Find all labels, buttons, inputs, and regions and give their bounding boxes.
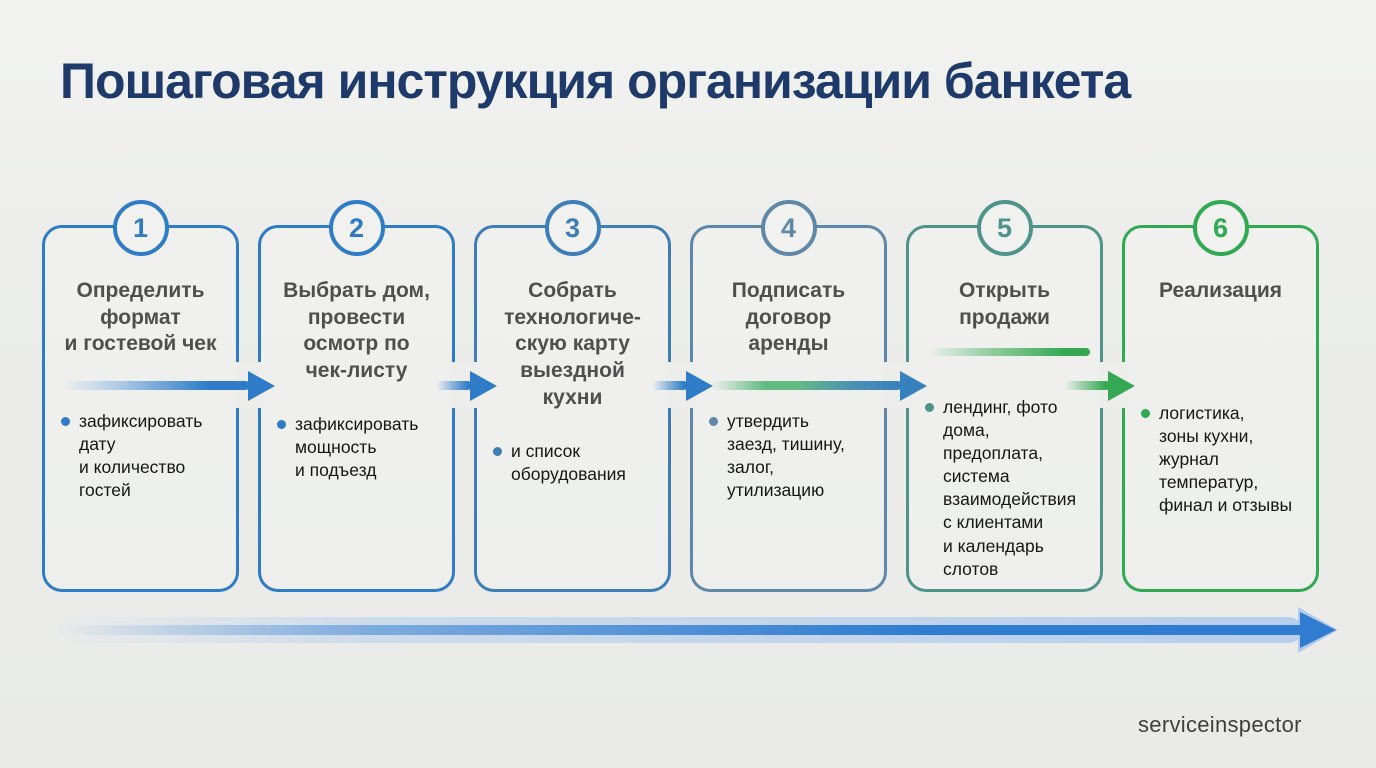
bullet-text: зафиксировать дату и количество гостей	[79, 411, 203, 501]
arrow-step1-to-step2	[62, 381, 250, 390]
arrow-head-icon	[900, 371, 927, 401]
step-card-3: 3 Собрать технологиче- скую карту выездн…	[474, 200, 671, 592]
step-number: 6	[1212, 212, 1229, 243]
step-number-badge-5: 5	[976, 200, 1033, 256]
bullet-text: утвердить заезд, тишину, залог, утилизац…	[727, 411, 845, 501]
step-bullet-item: логистика, зоны кухни, журнал температур…	[1141, 402, 1311, 517]
step-title: Открыть продажи	[958, 279, 1051, 329]
step-bullet-item: и список оборудования	[493, 440, 663, 486]
step-number-badge-6: 6	[1192, 200, 1249, 256]
step-number: 2	[348, 212, 365, 243]
arrow-step4-to-step5	[712, 381, 902, 390]
step-number: 1	[132, 212, 149, 243]
bullet-dot-icon	[1141, 409, 1150, 418]
arrow-head-icon	[686, 371, 713, 401]
arrow-head-icon	[470, 371, 497, 401]
step-number-badge-3: 3	[544, 200, 601, 256]
step-number: 4	[780, 212, 797, 243]
bullet-dot-icon	[277, 420, 286, 429]
step-bullet-item: зафиксировать мощность и подъезд	[277, 413, 447, 482]
step-title: Определить формат и гостевой чек	[64, 279, 217, 356]
step-bullet-item: зафиксировать дату и количество гостей	[61, 410, 231, 502]
arrow-step2-to-step3	[436, 381, 472, 390]
step-number-badge-1: 1	[112, 200, 169, 256]
arrow-step5-to-step6	[1064, 381, 1110, 390]
step-title: Выбрать дом, провести осмотр по чек-лист…	[283, 279, 430, 382]
timeline-arrow-head-icon	[1300, 612, 1336, 648]
bullet-dot-icon	[709, 417, 718, 426]
brand-watermark: serviceinspector	[1138, 712, 1302, 737]
step-number-badge-2: 2	[328, 200, 385, 256]
steps-row: 1 Определить формат и гостевой чек зафик…	[42, 200, 1319, 592]
arrow-head-icon	[248, 371, 275, 401]
step-number-badge-4: 4	[760, 200, 817, 256]
step-card-5: 5 Открыть продажи лендинг, фото дома, пр…	[906, 200, 1103, 592]
step-card-4: 4 Подписать договор аренды утвердить зае…	[690, 200, 887, 592]
bullet-dot-icon	[493, 447, 502, 456]
step-title: Собрать технологиче- скую карту выездной…	[504, 279, 641, 409]
arrow-step3-to-step4	[652, 381, 688, 390]
step-bullet-item: лендинг, фото дома, предоплата, система …	[925, 396, 1095, 581]
step-title: Реализация	[1158, 279, 1282, 302]
timeline-arrow	[56, 625, 1304, 635]
step-card-6: 6 Реализация логистика, зоны кухни, журн…	[1122, 200, 1319, 592]
step-card-2: 2 Выбрать дом, провести осмотр по чек-ли…	[258, 200, 455, 592]
bullet-text: лендинг, фото дома, предоплата, система …	[943, 397, 1077, 579]
step-number: 3	[564, 212, 581, 243]
bullet-text: и список оборудования	[511, 441, 626, 485]
bullet-dot-icon	[61, 417, 70, 426]
step5-green-underline	[928, 348, 1090, 356]
step-bullet-item: утвердить заезд, тишину, залог, утилизац…	[709, 410, 879, 502]
bullet-text: зафиксировать мощность и подъезд	[295, 414, 419, 481]
page-title: Пошаговая инструкция организации банкета	[60, 53, 1131, 109]
bullet-dot-icon	[925, 403, 934, 412]
bullet-text: логистика, зоны кухни, журнал температур…	[1159, 403, 1293, 516]
step-number: 5	[996, 212, 1013, 243]
step-title: Подписать договор аренды	[731, 279, 846, 356]
step-card-1: 1 Определить формат и гостевой чек зафик…	[42, 200, 239, 592]
arrow-head-icon	[1108, 371, 1135, 401]
